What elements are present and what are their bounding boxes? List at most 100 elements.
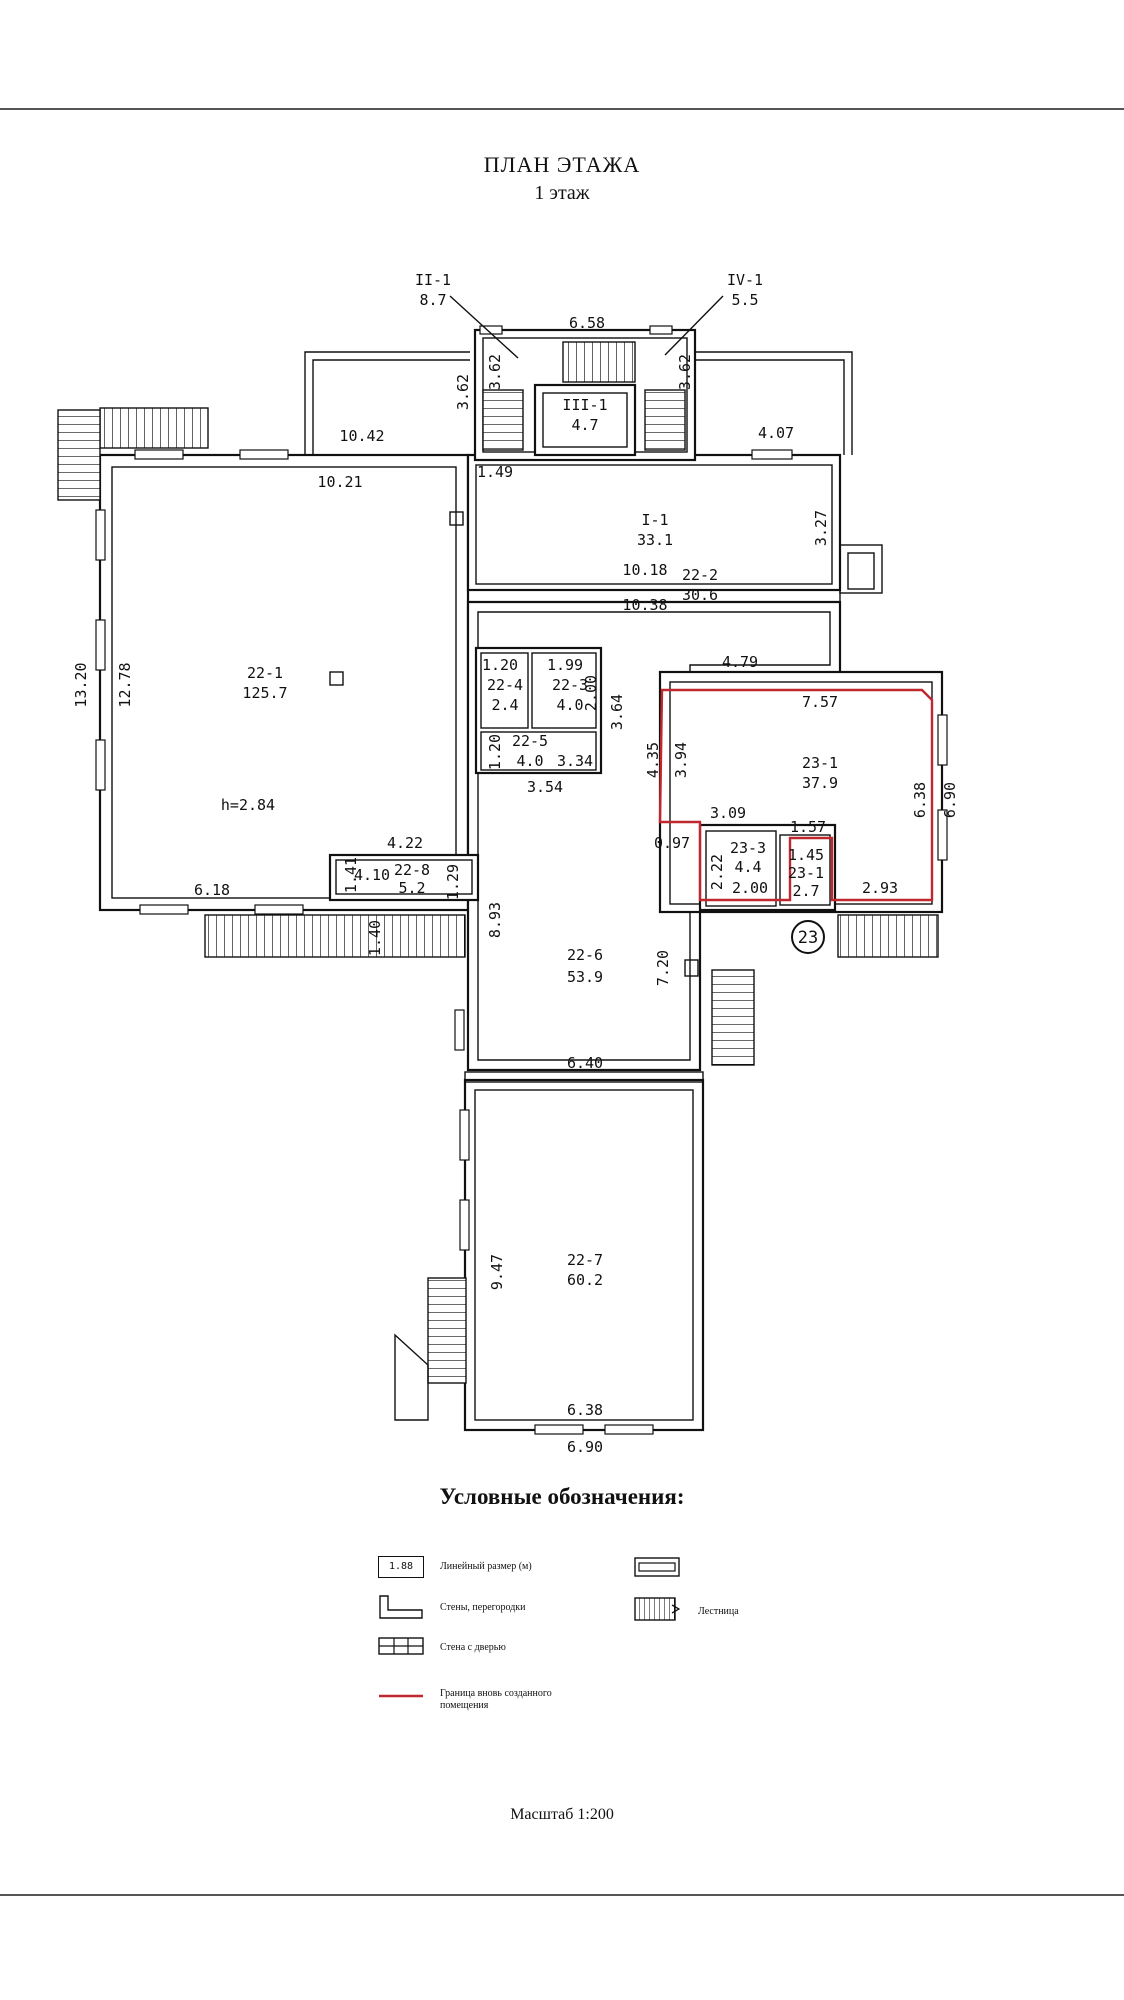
dim-label: 1.57 xyxy=(790,818,826,836)
room-22-3-id: 22-3 xyxy=(552,676,588,694)
dim-label: 12.78 xyxy=(116,662,134,707)
dim-label: 4.35 xyxy=(644,742,662,778)
legend-dimension-symbol: 1.88 xyxy=(378,1556,424,1578)
legend-item-dimension: Линейный размер (м) xyxy=(440,1561,532,1572)
legend-item-stairs: Лестница xyxy=(698,1606,739,1617)
dim-label: 6.90 xyxy=(567,1438,603,1456)
room-22-5-id: 22-5 xyxy=(512,732,548,750)
dim-label: 6.38 xyxy=(567,1401,603,1419)
legend-wall-symbol xyxy=(379,1595,423,1619)
dim-label: 6.58 xyxy=(569,314,605,332)
room-22-4-id: 22-4 xyxy=(487,676,523,694)
room-IV-1-id: IV-1 xyxy=(727,271,763,289)
dim-label: 2.22 xyxy=(708,854,726,890)
room-labels: 22-1 125.7 h=2.84 22-2 30.6 22-3 4.0 22-… xyxy=(221,271,838,1289)
windows xyxy=(95,325,948,1435)
dim-label: 10.38 xyxy=(622,596,667,614)
room-22-8-area: 5.2 xyxy=(398,879,425,897)
dim-label: 6.40 xyxy=(567,1054,603,1072)
dim-label: 6.38 xyxy=(911,782,929,818)
dim-label: 3.09 xyxy=(710,804,746,822)
dim-label: 2.00 xyxy=(582,675,600,711)
dim-label: 1.49 xyxy=(477,463,513,481)
dim-label: 1.45 xyxy=(788,846,824,864)
legend-window-symbol xyxy=(634,1557,680,1577)
room-22-7-area: 60.2 xyxy=(567,1271,603,1289)
dim-label: 3.34 xyxy=(557,752,593,770)
dim-label: 3.94 xyxy=(672,742,690,778)
dim-label: 3.62 xyxy=(486,354,504,390)
new-room-boundary xyxy=(658,688,934,902)
dim-label: 3.62 xyxy=(454,374,472,410)
room-II-1-id: II-1 xyxy=(415,271,451,289)
dim-label: 1.99 xyxy=(547,656,583,674)
room-22-2-id: 22-2 xyxy=(682,566,718,584)
room-23-1-id: 23-1 xyxy=(802,754,838,772)
dim-label: 3.54 xyxy=(527,778,563,796)
section-marker: 23 xyxy=(798,928,818,948)
stairs xyxy=(57,341,939,1421)
dim-label: 8.93 xyxy=(486,902,504,938)
dim-label: 6.90 xyxy=(941,782,959,818)
dim-label: 1.29 xyxy=(444,864,462,900)
dim-label: 6.18 xyxy=(194,881,230,899)
legend-item-boundary: Граница вновь созданного помещения xyxy=(440,1688,552,1711)
room-23-1b-id: 23-1 xyxy=(788,864,824,882)
dim-label: 10.18 xyxy=(622,561,667,579)
dim-label: 4.79 xyxy=(722,653,758,671)
dim-label: 1.20 xyxy=(486,734,504,770)
floor-plan: 23 22-1 125.7 h=2.84 22-2 30.6 22-3 4.0 … xyxy=(57,271,959,1456)
room-23-3-id: 23-3 xyxy=(730,839,766,857)
room-22-6-area: 53.9 xyxy=(567,968,603,986)
legend-title: Условные обозначения: xyxy=(439,1484,685,1509)
dim-label: 3.62 xyxy=(676,354,694,390)
dim-label: 4.10 xyxy=(354,866,390,884)
bottom-rule xyxy=(0,1894,1124,1896)
legend-door-symbol xyxy=(378,1637,424,1655)
dimension-labels: 6.58 3.62 3.62 3.62 10.42 10.21 1.49 4.0… xyxy=(72,314,959,1456)
legend-stairs-symbol xyxy=(634,1597,680,1621)
room-22-8-id: 22-8 xyxy=(394,861,430,879)
legend-boundary-symbol xyxy=(379,1694,423,1698)
room-III-1-id: III-1 xyxy=(562,396,607,414)
room-22-7-id: 22-7 xyxy=(567,1251,603,1269)
page-subtitle: 1 этаж xyxy=(534,182,590,204)
legend-item-door: Стена с дверью xyxy=(440,1642,506,1653)
room-I-1-id: I-1 xyxy=(641,511,668,529)
dim-label: 7.20 xyxy=(654,950,672,986)
dim-label: 0.97 xyxy=(654,834,690,852)
room-22-4-area: 2.4 xyxy=(491,696,518,714)
room-23-1b-area: 2.7 xyxy=(792,882,819,900)
terrace-right xyxy=(695,351,853,455)
dim-label: 13.20 xyxy=(72,662,90,707)
scale-note: Масштаб 1:200 xyxy=(510,1806,614,1823)
room-23-1-area: 37.9 xyxy=(802,774,838,792)
top-rule xyxy=(0,108,1124,110)
room-22-2-area: 30.6 xyxy=(682,586,718,604)
room-22-1-id: 22-1 xyxy=(247,664,283,682)
column-marker xyxy=(329,671,344,686)
room-22-5-area: 4.0 xyxy=(516,752,543,770)
page-title: ПЛАН ЭТАЖА xyxy=(483,152,641,177)
dim-label: 10.42 xyxy=(339,427,384,445)
dim-label: 1.41 xyxy=(342,857,360,893)
room-23-3-area: 4.4 xyxy=(734,858,761,876)
room-I-1-area: 33.1 xyxy=(637,531,673,549)
room-22-3-area: 4.0 xyxy=(556,696,583,714)
section-marker-circle xyxy=(791,920,825,954)
room-III-1-area: 4.7 xyxy=(571,416,598,434)
room-II-1-area: 8.7 xyxy=(419,291,446,309)
dim-label: 4.22 xyxy=(387,834,423,852)
dim-label: 3.27 xyxy=(812,510,830,546)
room-22-6-id: 22-6 xyxy=(567,946,603,964)
dim-label: 2.00 xyxy=(732,879,768,897)
dim-label: 1.40 xyxy=(366,920,384,956)
room-IV-1-area: 5.5 xyxy=(731,291,758,309)
room-22-1-area: 125.7 xyxy=(242,684,287,702)
terrace-left xyxy=(304,351,470,455)
dim-label: 4.07 xyxy=(758,424,794,442)
dim-label: 2.93 xyxy=(862,879,898,897)
dim-label: 3.64 xyxy=(608,694,626,730)
legend-item-walls: Стены, перегородки xyxy=(440,1602,526,1613)
dim-label: 10.21 xyxy=(317,473,362,491)
